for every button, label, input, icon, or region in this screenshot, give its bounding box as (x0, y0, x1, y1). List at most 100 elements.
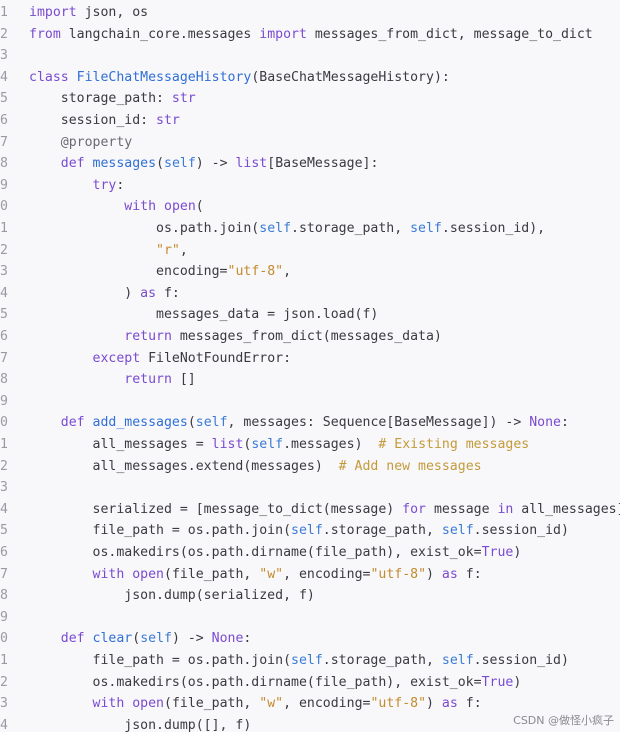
code-token (85, 631, 93, 646)
line-number: 1 (0, 5, 8, 20)
code-text: class FileChatMessageHistory(BaseChatMes… (29, 67, 450, 89)
code-token: add_messages (92, 415, 188, 431)
code-token: with (29, 696, 125, 712)
code-line: 2 all_messages.extend(messages) # Add ne… (0, 456, 482, 478)
code-token: try (29, 177, 117, 193)
code-line: 3 encoding="utf-8", (0, 261, 291, 283)
line-number: 5 (0, 523, 8, 539)
line-number: 6 (0, 329, 8, 344)
code-token: def (29, 631, 85, 647)
code-token: .session_id) (473, 653, 569, 668)
code-line: 4 ) as f: (0, 283, 180, 305)
code-token: ( (195, 199, 204, 215)
code-line: 2 os.makedirs(os.path.dirname(file_path)… (0, 672, 521, 694)
code-token: file_path = os.path.join( (29, 653, 292, 668)
code-line: 6 session_id: str (0, 110, 180, 132)
code-token (85, 156, 93, 171)
code-token: open (132, 696, 164, 712)
code-token: list (211, 437, 244, 452)
code-token: : (116, 177, 125, 193)
code-token: with (29, 566, 125, 582)
code-token: "w" (259, 566, 284, 582)
code-token: : (243, 631, 252, 647)
line-number: 7 (0, 134, 8, 150)
code-token: @property (29, 134, 133, 150)
code-token: as (140, 285, 157, 301)
code-token: ( (156, 156, 165, 172)
line-number: 1 (0, 221, 8, 236)
code-text: encoding="utf-8", (29, 261, 291, 283)
code-token: return (29, 372, 172, 388)
code-token: self (410, 221, 442, 236)
code-line: 5 storage_path: str (0, 88, 196, 110)
code-line: 3 (0, 45, 10, 67)
line-number: 9 (0, 393, 8, 409)
code-token: open (164, 199, 196, 215)
code-text: serialized = [message_to_dict(message) f… (29, 499, 620, 521)
code-line: 6 return messages_from_dict(messages_dat… (0, 326, 442, 348)
code-line: 3 with open(file_path, "w", encoding="ut… (0, 693, 482, 715)
code-token: , messages: Sequence[BaseMessage]) -> (227, 415, 530, 431)
line-number: 3 (0, 48, 8, 64)
code-token: self (140, 631, 172, 647)
code-token: , (179, 242, 188, 258)
line-number: 4 (0, 501, 8, 517)
code-line: 4 json.dump([], f) (0, 715, 251, 732)
code-token: langchain_core.messages (60, 26, 260, 42)
code-token: str (171, 91, 196, 107)
code-text: file_path = os.path.join(self.storage_pa… (29, 520, 569, 542)
line-number: 7 (0, 350, 8, 366)
line-number: 8 (0, 156, 8, 172)
code-text: json.dump([], f) (29, 715, 251, 732)
code-token: import (259, 26, 307, 42)
code-token: self (195, 415, 228, 431)
code-token: encoding= (29, 264, 228, 280)
code-token: clear (92, 631, 133, 647)
code-line: 9 (0, 607, 10, 629)
code-token: "utf-8" (370, 566, 427, 582)
code-token: json.dump(serialized, f) (29, 588, 315, 604)
code-token: (BaseChatMessageHistory): (251, 69, 450, 85)
code-token: messages_from_dict, message_to_dict (306, 26, 593, 42)
code-text: storage_path: str (29, 88, 196, 110)
code-token: .storage_path, (291, 221, 411, 236)
code-text: all_messages.extend(messages) # Add new … (29, 456, 482, 478)
code-line: 7 with open(file_path, "w", encoding="ut… (0, 564, 482, 586)
code-token: messages (92, 156, 157, 172)
code-token: ( (187, 415, 196, 431)
code-token: , (283, 264, 292, 280)
code-token: ) (513, 545, 522, 560)
line-number: 4 (0, 285, 8, 301)
code-token: as (441, 566, 458, 582)
code-text: return [] (29, 369, 195, 391)
code-text: @property (29, 132, 132, 154)
line-number: 9 (0, 177, 8, 193)
code-token: None (211, 631, 244, 647)
code-token: # Existing messages (378, 437, 530, 452)
line-number: 8 (0, 588, 8, 604)
code-token: messages_data = json.load(f) (29, 307, 379, 323)
line-number: 1 (0, 437, 8, 452)
code-token: message (426, 501, 498, 517)
code-token: ) -> (171, 631, 212, 647)
code-token: .messages) (283, 437, 379, 452)
line-number: 2 (0, 674, 8, 690)
code-token: f: (457, 696, 482, 712)
code-token: True (481, 674, 514, 690)
code-token: f: (457, 566, 482, 582)
code-token: for (402, 501, 426, 517)
code-text: os.makedirs(os.path.dirname(file_path), … (29, 672, 522, 694)
code-token: .session_id) (473, 523, 569, 539)
code-token: self (291, 523, 323, 539)
code-token: FileChatMessageHistory (76, 69, 252, 85)
watermark: CSDN @做怪小疯子 (513, 714, 614, 727)
code-token: (file_path, (164, 696, 260, 712)
code-token: self (441, 523, 474, 539)
code-line: 8 return [] (0, 369, 196, 391)
code-token: with (29, 199, 157, 215)
code-token: ) (513, 674, 522, 690)
line-number: 3 (0, 264, 8, 280)
